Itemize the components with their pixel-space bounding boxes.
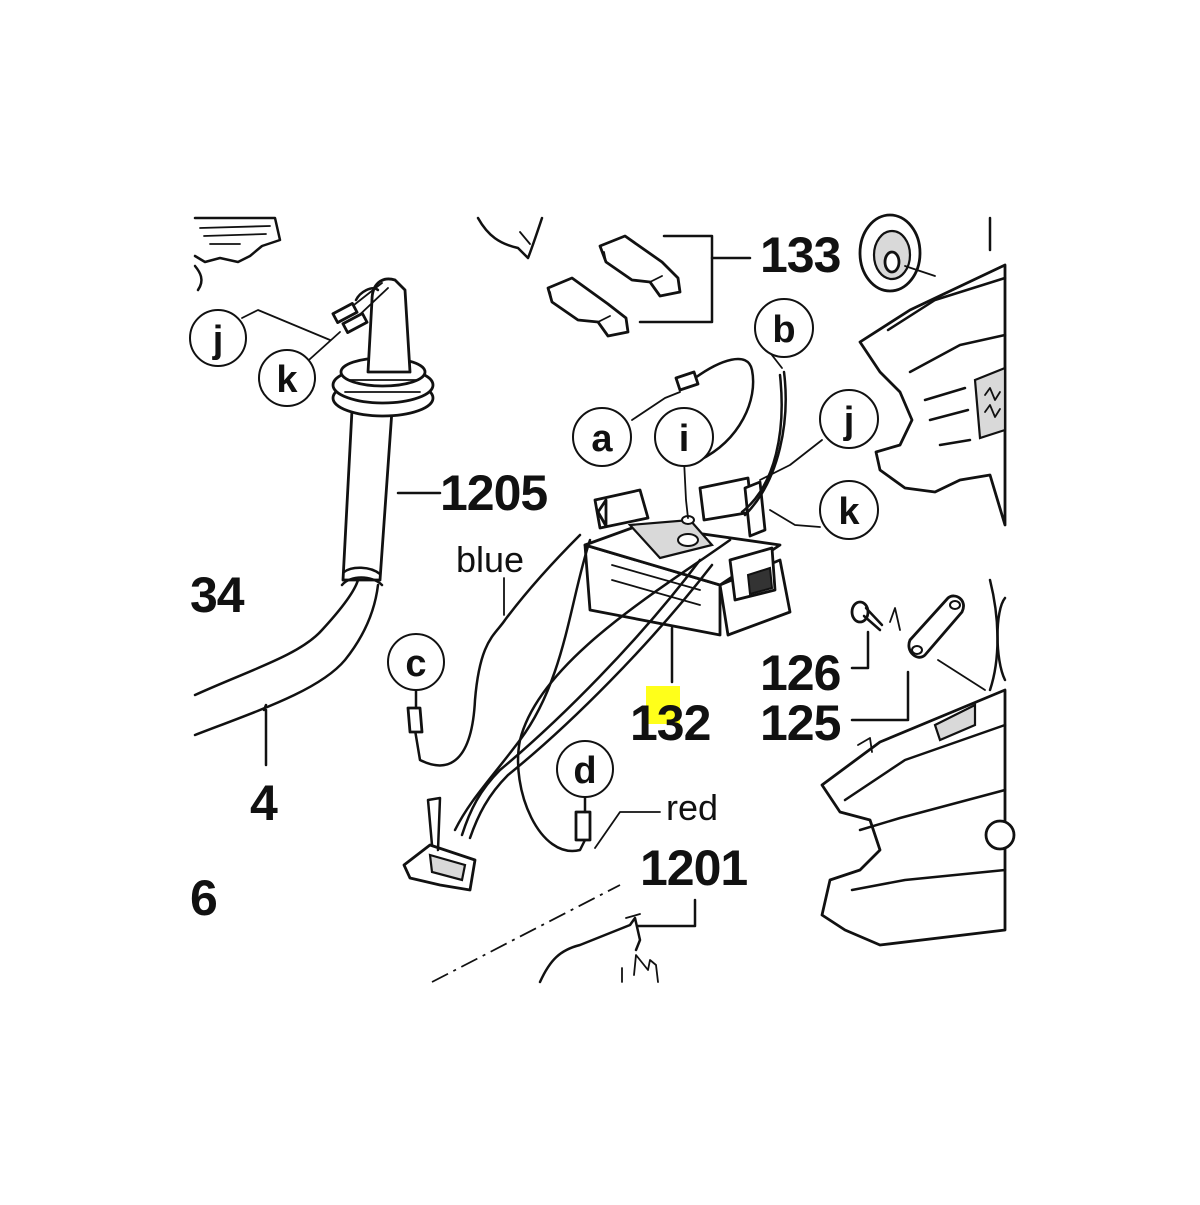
callout-circle-k-right <box>819 480 879 540</box>
part-number-125: 125 <box>760 695 841 751</box>
wire-label-red: red <box>666 787 718 828</box>
letter-callouts: j k a i b j k c d <box>189 298 879 798</box>
callout-b: b <box>772 309 795 351</box>
part-number-4: 4 <box>250 775 278 831</box>
part-number-133: 133 <box>760 227 840 283</box>
leader-lines <box>262 349 823 849</box>
power-cable-assembly <box>193 277 435 737</box>
highlight-132 <box>646 686 680 724</box>
callout-circle-d <box>556 740 614 798</box>
housing-fragment-top-left <box>193 216 282 292</box>
part-number-34: 34 <box>190 567 245 623</box>
callout-c: c <box>405 643 426 685</box>
part-number-callouts: 133 1205 34 4 6 132 126 125 1201 <box>190 227 842 926</box>
callout-a: a <box>591 418 613 460</box>
part-number-1205: 1205 <box>440 465 547 521</box>
callout-circle-a <box>572 407 632 467</box>
part-number-126: 126 <box>760 645 840 701</box>
switch-132 <box>583 476 792 637</box>
callout-d: d <box>573 750 596 792</box>
tool-housing-upper <box>858 263 1007 527</box>
callout-circle-j-right <box>819 389 879 449</box>
callout-k-right: k <box>838 491 860 533</box>
round-grommet <box>858 213 992 293</box>
wiring <box>402 357 787 892</box>
part-1201-fragment <box>431 884 697 984</box>
callout-circle-i <box>654 407 714 467</box>
callout-circle-b <box>754 298 814 358</box>
callout-circle-k-left <box>258 349 316 407</box>
callout-circle-c <box>387 633 445 691</box>
brackets-133 <box>546 234 752 338</box>
wire-label-blue: blue <box>456 539 524 580</box>
callout-circle-j-left <box>189 309 247 367</box>
callout-i: i <box>679 418 690 460</box>
screw-and-clamp <box>850 594 986 722</box>
tool-housing-lower <box>820 578 1016 947</box>
part-number-6: 6 <box>190 870 217 926</box>
housing-fragment-top-center <box>476 216 544 260</box>
callout-k-left: k <box>276 359 298 401</box>
part-number-1201: 1201 <box>640 840 747 896</box>
wire-labels: blue red <box>456 539 718 828</box>
callout-j-left: j <box>212 319 224 361</box>
callout-j-right: j <box>843 400 855 442</box>
part-number-132: 132 <box>630 695 710 751</box>
